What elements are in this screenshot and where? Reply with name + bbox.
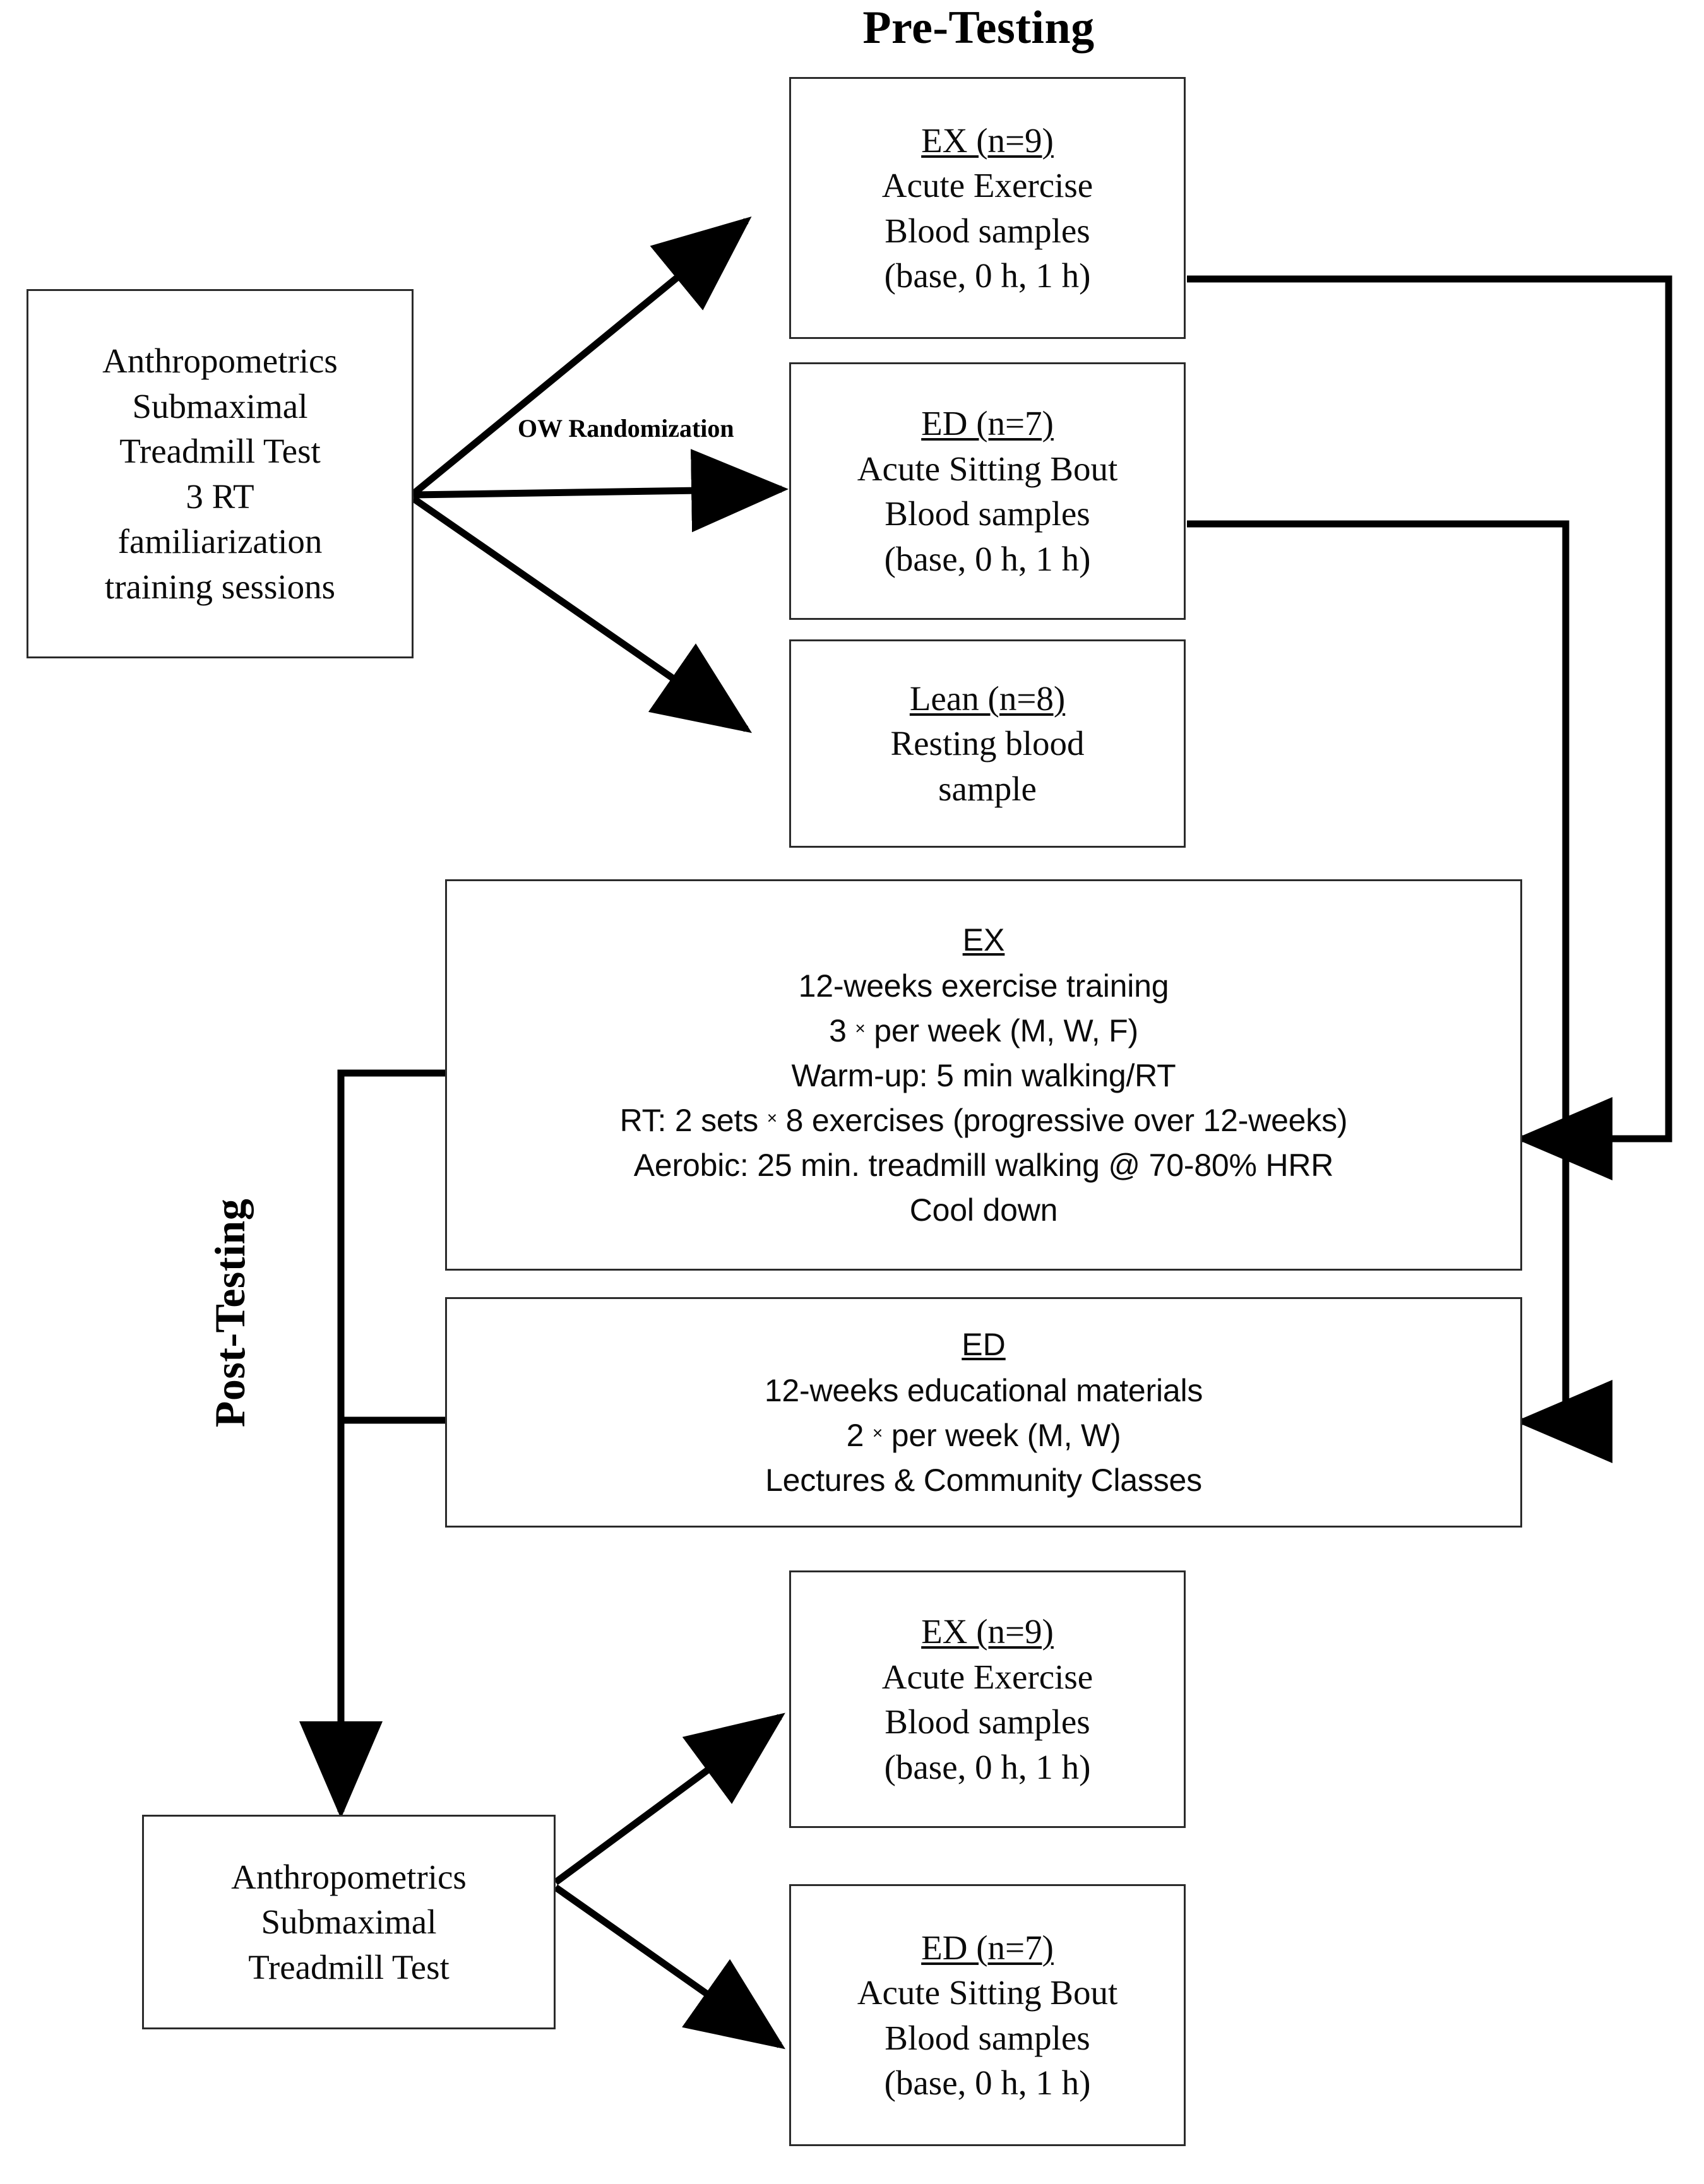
node-header: Lean (n=8)	[909, 679, 1066, 718]
node-line: Lectures & Community Classes	[765, 1462, 1202, 1498]
node-line: Blood samples	[885, 211, 1090, 250]
node-ex-intervention[interactable]: EX 12-weeks exercise training 3 × per we…	[445, 879, 1522, 1271]
node-line: RT: 2 sets × 8 exercises (progressive ov…	[619, 1102, 1348, 1138]
edge-post-to-post-ex	[553, 1712, 785, 1885]
node-line: Submaximal	[132, 386, 308, 425]
node-header: EX	[962, 922, 1005, 958]
node-line: Acute Sitting Bout	[857, 1973, 1118, 2012]
node-line: 3 × per week (M, W, F)	[829, 1012, 1138, 1048]
node-line: 12-weeks exercise training	[798, 968, 1169, 1004]
node-line: Anthropometrics	[102, 341, 338, 380]
node-line: training sessions	[104, 567, 336, 606]
node-header: ED	[962, 1326, 1006, 1362]
node-line: 12-weeks educational materials	[764, 1372, 1203, 1408]
edge-baseline-to-pre-ed	[413, 449, 789, 533]
node-header: EX (n=9)	[921, 121, 1054, 160]
edge-post-to-post-ed	[553, 1884, 785, 2050]
node-line: Blood samples	[885, 2018, 1090, 2057]
node-line: Anthropometrics	[231, 1857, 467, 1896]
node-header: ED (n=7)	[921, 404, 1054, 442]
node-ed-intervention[interactable]: ED 12-weeks educational materials 2 × pe…	[445, 1297, 1522, 1528]
node-header: EX (n=9)	[921, 1612, 1054, 1651]
node-line: 2 × per week (M, W)	[846, 1417, 1121, 1453]
node-line: Blood samples	[885, 1702, 1090, 1741]
node-post-ex-group[interactable]: EX (n=9) Acute Exercise Blood samples (b…	[789, 1570, 1186, 1828]
node-post-assessment[interactable]: Anthropometrics Submaximal Treadmill Tes…	[142, 1815, 556, 2029]
node-pre-lean-group[interactable]: Lean (n=8) Resting blood sample	[789, 639, 1186, 848]
node-line: (base, 0 h, 1 h)	[884, 539, 1091, 578]
node-line: Blood samples	[885, 494, 1090, 533]
node-line: Cool down	[909, 1192, 1058, 1228]
node-line: (base, 0 h, 1 h)	[884, 1747, 1091, 1786]
node-line: 3 RT	[186, 477, 254, 516]
node-line: Resting blood	[890, 724, 1085, 763]
node-line: sample	[938, 769, 1037, 808]
page-title-pre-testing: Pre-Testing	[862, 2, 1095, 54]
node-post-ed-group[interactable]: ED (n=7) Acute Sitting Bout Blood sample…	[789, 1884, 1186, 2146]
edge-baseline-to-pre-lean	[411, 496, 753, 733]
node-line: Acute Exercise	[881, 1657, 1093, 1696]
edge-label-randomization: OW Randomization	[518, 414, 734, 442]
node-header: ED (n=7)	[921, 1928, 1054, 1967]
edge-baseline-to-pre-ex	[411, 217, 752, 497]
node-line: (base, 0 h, 1 h)	[884, 256, 1091, 295]
node-line: Acute Sitting Bout	[857, 449, 1118, 488]
node-line: Treadmill Test	[248, 1947, 450, 1986]
node-pre-ed-group[interactable]: ED (n=7) Acute Sitting Bout Blood sample…	[789, 362, 1186, 620]
node-line: Submaximal	[261, 1902, 437, 1942]
page-title-post-testing: Post-Testing	[206, 1198, 254, 1428]
node-line: Acute Exercise	[881, 166, 1093, 205]
edge-ex-intervention-to-post	[299, 1069, 445, 1819]
node-pre-ex-group[interactable]: EX (n=9) Acute Exercise Blood samples (b…	[789, 77, 1186, 339]
node-line: Treadmill Test	[119, 432, 321, 470]
node-line: (base, 0 h, 1 h)	[884, 2063, 1091, 2102]
node-line: Warm-up: 5 min walking/RT	[791, 1057, 1176, 1093]
node-line: familiarization	[117, 522, 323, 561]
node-line: Aerobic: 25 min. treadmill walking @ 70-…	[633, 1147, 1334, 1183]
node-baseline-assessment[interactable]: Anthropometrics Submaximal Treadmill Tes…	[27, 289, 414, 658]
